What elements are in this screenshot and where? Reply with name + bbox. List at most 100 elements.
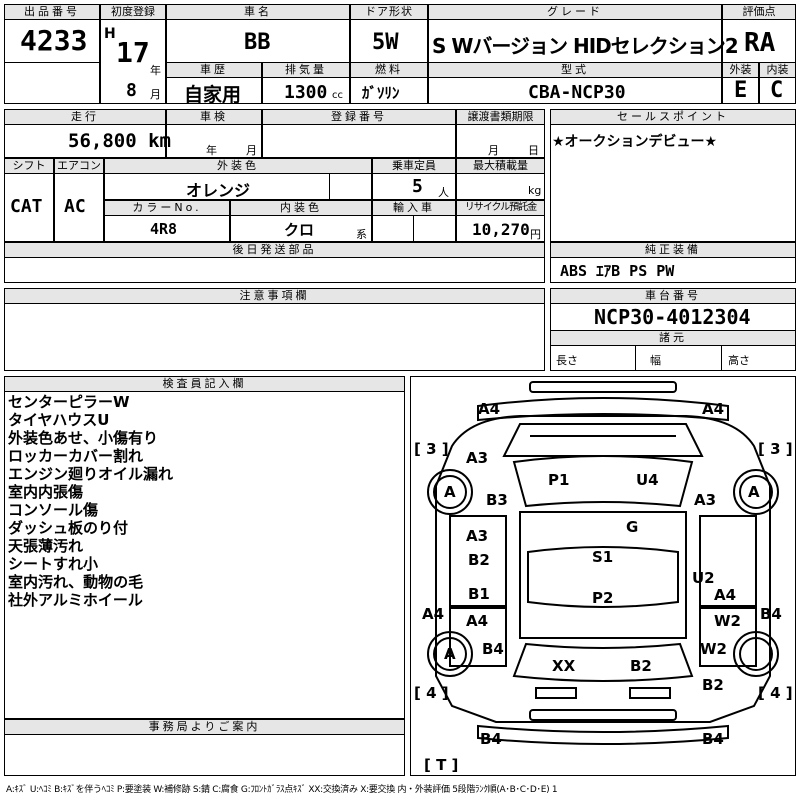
damage-code: B1 xyxy=(468,585,490,603)
transfer-month-unit: 月 xyxy=(488,144,499,157)
capacity-value: 5 xyxy=(412,176,423,197)
displacement-cell xyxy=(262,77,350,104)
interior-value: C xyxy=(770,78,784,103)
int-color-cell xyxy=(230,215,372,242)
ac-value: AC xyxy=(64,196,86,217)
remark-line: エンジン廻りオイル漏れ xyxy=(8,465,174,483)
notes-label: 注意事項欄 xyxy=(4,288,545,304)
transfer-day-unit: 日 xyxy=(528,144,539,157)
score-value: RA xyxy=(744,28,776,58)
displacement-value: 1300 xyxy=(284,82,328,103)
tire-code: A xyxy=(444,645,456,663)
inspector-label: 検査員記入欄 xyxy=(4,376,405,392)
spare-tire-label: [ T ] xyxy=(424,756,459,774)
tire-tread-label: [ 4 ] xyxy=(758,684,793,702)
mileage-value: 56,800 km xyxy=(68,130,171,152)
car-name-label: 車名 xyxy=(166,4,350,20)
car-diagram xyxy=(427,381,779,745)
exterior-cell xyxy=(722,77,759,104)
notes-cell xyxy=(4,303,545,371)
int-color-label: 内装色 xyxy=(230,200,372,216)
damage-code: U2 xyxy=(692,569,715,587)
remark-line: 室内汚れ、動物の毛 xyxy=(8,573,144,591)
specs-label: 諸元 xyxy=(550,330,796,346)
lot-value: 4233 xyxy=(20,24,88,57)
grade-label: グレード xyxy=(428,4,722,20)
remark-line: ダッシュ板のり付 xyxy=(8,519,129,537)
inspection-month-unit: 月 xyxy=(246,144,257,157)
width-cell xyxy=(635,345,722,371)
ext-color-label: 外装色 xyxy=(104,158,372,174)
tire-code: A xyxy=(444,483,456,501)
ext-color-extra-cell xyxy=(329,173,372,200)
damage-code: XX xyxy=(552,657,576,675)
shift-label: シフト xyxy=(4,158,54,174)
transfer-cell xyxy=(456,124,545,158)
remark-line: 外装色あせ、小傷有り xyxy=(8,429,159,447)
color-no-value: 4R8 xyxy=(150,220,178,238)
year-unit: 年 xyxy=(150,64,161,77)
max-load-unit: kg xyxy=(528,184,542,197)
interior-label: 内装 xyxy=(759,62,796,78)
damage-code: B2 xyxy=(468,551,490,569)
later-parts-cell xyxy=(4,257,545,283)
first-reg-cell xyxy=(100,19,166,104)
month-value: 8 xyxy=(126,80,137,101)
inspection-year-unit: 年 xyxy=(206,144,217,157)
interior-cell xyxy=(759,77,796,104)
remark-line: センターピラーW xyxy=(8,393,130,411)
history-label: 車歴 xyxy=(166,62,262,78)
damage-code: S1 xyxy=(592,548,614,566)
recycle-value: 10,270 xyxy=(472,220,530,239)
int-color-unit: 系 xyxy=(356,228,367,241)
mileage-cell xyxy=(4,124,166,158)
remark-line: コンソール傷 xyxy=(8,501,99,519)
import-cell-2 xyxy=(413,215,456,242)
remark-line: ロッカーカバー割れ xyxy=(8,447,144,465)
equip-value: ABS ｴｱB PS PW xyxy=(560,262,675,280)
door-label: ドア形状 xyxy=(350,4,428,20)
score-label: 評価点 xyxy=(722,4,796,20)
capacity-unit: 人 xyxy=(438,186,449,199)
recycle-label: リサイクル預託金 xyxy=(456,200,545,216)
damage-code: A4 xyxy=(466,612,489,630)
damage-code: P1 xyxy=(548,471,570,489)
max-load-cell xyxy=(456,173,545,200)
width-label: 幅 xyxy=(650,354,661,367)
sales-point-label: セールスポイント xyxy=(550,109,796,125)
reg-no-cell xyxy=(262,124,456,158)
height-label: 高さ xyxy=(728,354,750,367)
damage-code: A4 xyxy=(702,400,725,418)
remark-line: 天張薄汚れ xyxy=(8,537,84,555)
damage-code: B4 xyxy=(480,730,502,748)
lot-label: 出品番号 xyxy=(4,4,100,20)
damage-code: W2 xyxy=(700,640,727,658)
lot-lower-cell xyxy=(4,62,100,104)
fuel-value: ｶﾞｿﾘﾝ xyxy=(362,84,400,102)
tire-tread-label: [ 3 ] xyxy=(758,440,793,458)
height-cell xyxy=(721,345,796,371)
inspection-label: 車検 xyxy=(166,109,262,125)
damage-code: B3 xyxy=(486,491,508,509)
capacity-cell xyxy=(372,173,456,200)
chassis-label: 車台番号 xyxy=(550,288,796,304)
tire-tread-label: [ 3 ] xyxy=(414,440,449,458)
damage-code: W2 xyxy=(714,612,741,630)
sales-point-cell xyxy=(550,124,796,242)
legend: A:ｷｽﾞ U:ﾍｺﾐ B:ｷｽﾞを伴うﾍｺﾐ P:要塗装 W:補修跡 S:錆 … xyxy=(6,785,558,795)
transfer-label: 譲渡書類期限 xyxy=(456,109,545,125)
damage-code: A4 xyxy=(422,605,445,623)
car-name-value: BB xyxy=(244,30,271,55)
displacement-unit: cc xyxy=(332,90,343,101)
damage-code: A4 xyxy=(714,586,737,604)
remark-line: 社外アルミホイール xyxy=(8,591,143,609)
exterior-value: E xyxy=(734,78,748,103)
damage-code: B2 xyxy=(702,676,724,694)
door-value: 5W xyxy=(372,30,399,55)
ac-label: エアコン xyxy=(54,158,104,174)
grade-value: S Wバージョン HIDセレクション2 xyxy=(432,34,739,58)
damage-code: U4 xyxy=(636,471,659,489)
model-label: 型式 xyxy=(428,62,722,78)
color-no-label: カラーNo. xyxy=(104,200,230,216)
fuel-cell xyxy=(350,77,428,104)
